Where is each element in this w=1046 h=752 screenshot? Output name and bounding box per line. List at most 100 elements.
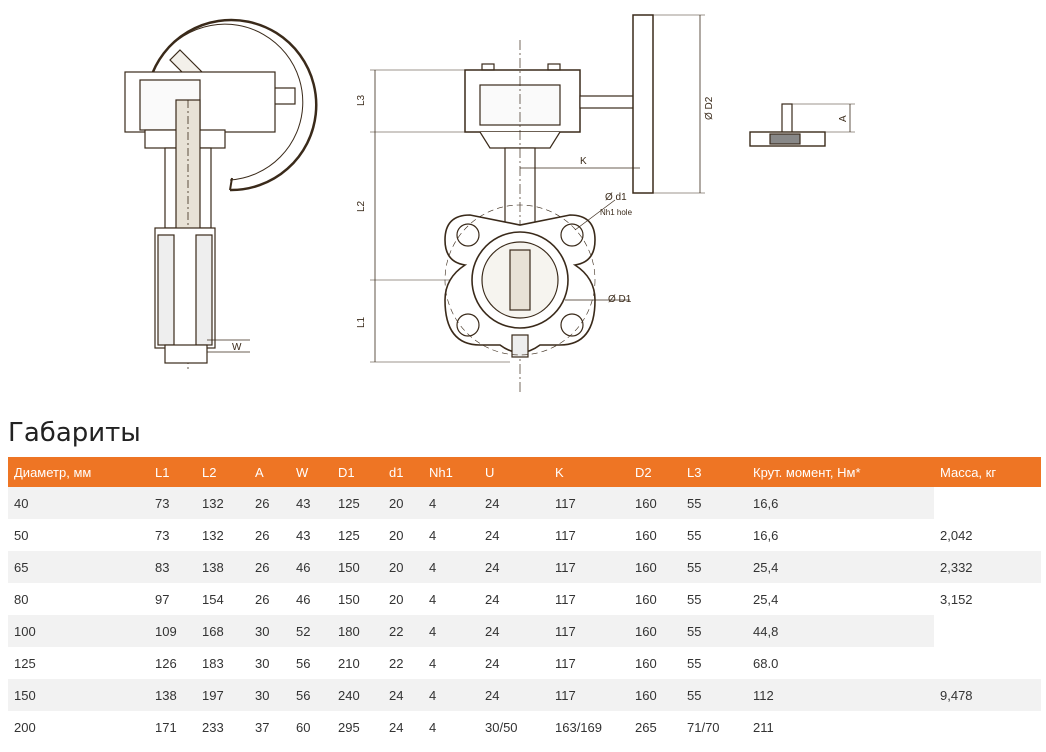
table-cell: 24	[479, 551, 549, 583]
header-cell: A	[249, 457, 290, 487]
table-cell: 55	[681, 583, 747, 615]
table-cell: 55	[681, 519, 747, 551]
table-cell: 100	[8, 615, 149, 647]
table-cell: 4	[423, 583, 479, 615]
dim-label-l3: L3	[356, 94, 367, 106]
table-cell: 65	[8, 551, 149, 583]
table-cell: 16,6	[747, 487, 934, 519]
table-cell: 150	[332, 551, 383, 583]
table-cell: 55	[681, 487, 747, 519]
table-cell: 265	[629, 711, 681, 743]
table-cell: 160	[629, 551, 681, 583]
table-header-row: Диаметр, мм L1 L2 A W D1 d1 Nh1 U K D2 L…	[8, 457, 1041, 487]
table-cell: 109	[149, 615, 196, 647]
table-cell: 73	[149, 487, 196, 519]
table-cell: 22	[383, 615, 423, 647]
table-cell: 56	[290, 679, 332, 711]
table-cell: 24	[479, 615, 549, 647]
header-cell: Nh1	[423, 457, 479, 487]
table-cell: 46	[290, 583, 332, 615]
table-cell: 24	[479, 583, 549, 615]
table-cell: 30	[249, 679, 290, 711]
table-cell: 126	[149, 647, 196, 679]
table-cell: 20	[383, 583, 423, 615]
table-cell: 16,6	[747, 519, 934, 551]
table-cell: 60	[290, 711, 332, 743]
table-cell: 138	[196, 551, 249, 583]
mount-detail: A	[749, 103, 855, 147]
table-cell: 24	[479, 519, 549, 551]
table-cell: 68.0	[747, 647, 934, 679]
table-cell: 138	[149, 679, 196, 711]
table-cell: 3,152	[934, 583, 1041, 615]
table-cell: 125	[8, 647, 149, 679]
table-cell: 117	[549, 519, 629, 551]
header-cell: Масса, кг	[934, 457, 1041, 487]
dim-label-k: K	[580, 156, 587, 167]
valve-side-view: W	[124, 18, 318, 370]
table-cell: 55	[681, 551, 747, 583]
dimensions-table: Диаметр, мм L1 L2 A W D1 d1 Nh1 U K D2 L…	[8, 457, 1041, 743]
section-title: Габариты	[8, 418, 141, 448]
technical-drawing: W L3 L2 L1 Ø D2	[124, 14, 855, 395]
header-cell: Крут. момент, Нм*	[747, 457, 934, 487]
table-cell: 117	[549, 583, 629, 615]
table-cell	[934, 487, 1041, 519]
table-cell: 210	[332, 647, 383, 679]
table-cell: 55	[681, 679, 747, 711]
dim-label-a: A	[838, 115, 849, 122]
table-cell: 24	[383, 679, 423, 711]
table-cell: 117	[549, 615, 629, 647]
dim-label-nh1: Nh1 hole	[600, 208, 633, 217]
table-cell: 233	[196, 711, 249, 743]
header-cell: d1	[383, 457, 423, 487]
table-cell: 160	[629, 487, 681, 519]
table-cell: 30	[249, 615, 290, 647]
table-cell: 160	[629, 519, 681, 551]
table-cell: 30	[249, 647, 290, 679]
table-cell: 150	[332, 583, 383, 615]
header-cell: W	[290, 457, 332, 487]
table-cell: 295	[332, 711, 383, 743]
header-cell: L3	[681, 457, 747, 487]
table-cell: 117	[549, 487, 629, 519]
header-cell: D2	[629, 457, 681, 487]
table-cell: 43	[290, 487, 332, 519]
table-cell: 25,4	[747, 551, 934, 583]
table-cell: 55	[681, 647, 747, 679]
table-cell: 4	[423, 679, 479, 711]
header-cell: L2	[196, 457, 249, 487]
table-cell: 4	[423, 519, 479, 551]
table-cell: 20	[383, 551, 423, 583]
table-cell: 24	[479, 647, 549, 679]
table-cell: 80	[8, 583, 149, 615]
header-cell: D1	[332, 457, 383, 487]
table-cell: 117	[549, 551, 629, 583]
table-cell	[934, 711, 1041, 743]
table-cell: 44,8	[747, 615, 934, 647]
table-cell: 26	[249, 583, 290, 615]
table-cell: 125	[332, 487, 383, 519]
dim-label-d2: Ø D2	[704, 96, 715, 120]
table-cell: 71/70	[681, 711, 747, 743]
dim-label-l2: L2	[356, 200, 367, 212]
table-cell: 20	[383, 487, 423, 519]
table-cell: 26	[249, 487, 290, 519]
table-cell: 150	[8, 679, 149, 711]
table-cell: 26	[249, 551, 290, 583]
valve-front-view: L3 L2 L1 Ø D2 K	[356, 14, 715, 395]
table-cell: 168	[196, 615, 249, 647]
table-cell: 240	[332, 679, 383, 711]
header-cell: L1	[149, 457, 196, 487]
table-cell: 2,332	[934, 551, 1041, 583]
table-cell: 55	[681, 615, 747, 647]
table-cell: 50	[8, 519, 149, 551]
table-cell: 9,478	[934, 679, 1041, 711]
table-cell: 117	[549, 679, 629, 711]
table-cell: 211	[747, 711, 934, 743]
